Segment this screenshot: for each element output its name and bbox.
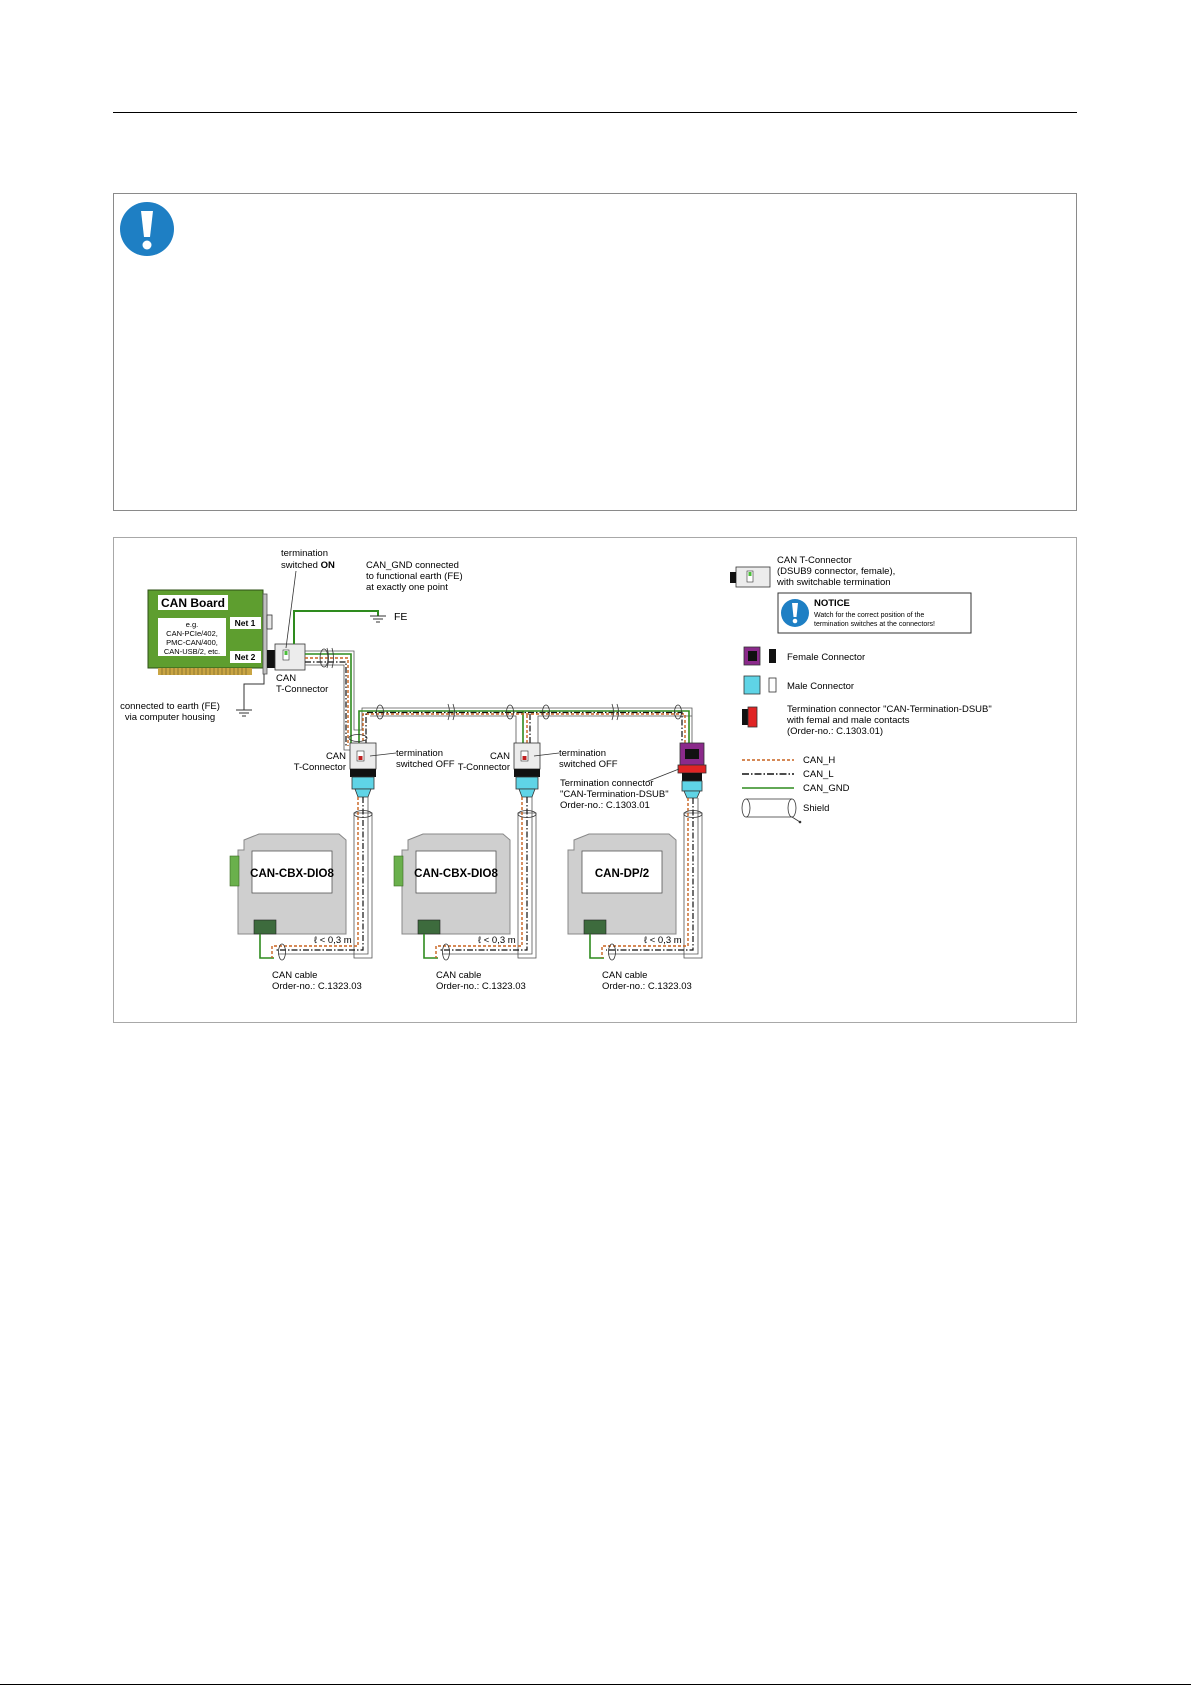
notice-text: Watch for the correct position of the <box>814 612 924 619</box>
term-off-label: switched OFF <box>559 759 618 770</box>
module-name: CAN-CBX-DIO8 <box>250 868 334 880</box>
drop-cable <box>435 797 537 961</box>
cable-order: Order-no.: C.1323.03 <box>272 981 362 992</box>
board-note-line: CAN-USB/2, etc. <box>164 647 220 656</box>
cable-length: ℓ < 0,3 m <box>314 935 352 946</box>
t-connector-label: T-Connector <box>276 684 328 695</box>
can-gnd-note: CAN_GND connected <box>366 560 459 571</box>
cable-length: ℓ < 0,3 m <box>478 935 516 946</box>
net2-label: Net 2 <box>235 652 256 662</box>
can-module: CAN-CBX-DIO8 <box>393 833 511 959</box>
net1-label: Net 1 <box>235 618 256 628</box>
header-rule <box>113 112 1077 113</box>
t-connector-label: T-Connector <box>294 762 346 773</box>
board-note-line: e.g. <box>186 620 199 629</box>
t-connector-label: CAN <box>490 751 510 762</box>
wiring-diagram: CAN Board e.g. CAN-PCIe/402, PMC-CAN/400… <box>113 537 1077 1023</box>
can-module: CAN-DP/2 <box>567 833 677 959</box>
termination-connector <box>677 742 707 799</box>
board-note-line: PMC-CAN/400, <box>166 638 218 647</box>
exclamation-circle-icon <box>781 599 809 627</box>
module-name: CAN-CBX-DIO8 <box>414 868 498 880</box>
cable-length: ℓ < 0,3 m <box>644 935 682 946</box>
earth-note: connected to earth (FE) <box>120 701 220 712</box>
termination-note: Termination connector <box>560 778 653 789</box>
earth-note: via computer housing <box>125 712 215 723</box>
legend-t-connector: with switchable termination <box>776 577 891 588</box>
cable-label: CAN cable <box>272 970 317 981</box>
legend-t-connector: (DSUB9 connector, female), <box>777 566 895 577</box>
exclamation-circle-icon <box>120 202 174 256</box>
board-title: CAN Board <box>161 596 225 610</box>
notice-text: termination switches at the connectors! <box>814 621 935 628</box>
t-connector-label: T-Connector <box>458 762 510 773</box>
legend-female: Female Connector <box>787 652 865 663</box>
can-bus-cable <box>305 647 693 751</box>
term-on-line2: switched ON <box>281 560 335 571</box>
can-gnd-note: at exactly one point <box>366 582 448 593</box>
legend-male: Male Connector <box>787 681 854 692</box>
term-on-line1: termination <box>281 548 328 559</box>
legend-shield: Shield <box>803 803 829 814</box>
t-connector-off <box>513 742 541 798</box>
legend-termination: Termination connector "CAN-Termination-D… <box>787 704 992 715</box>
legend-can-gnd: CAN_GND <box>803 783 850 794</box>
drop-cable <box>601 798 703 961</box>
legend-termination: (Order-no.: C.1303.01) <box>787 726 883 737</box>
t-connector-off <box>349 742 377 798</box>
can-module: CAN-CBX-DIO8 <box>229 833 347 959</box>
fe-label: FE <box>394 611 407 623</box>
legend-t-connector: CAN T-Connector <box>777 555 852 566</box>
board-note-line: CAN-PCIe/402, <box>166 629 218 638</box>
notice-title: NOTICE <box>814 598 850 609</box>
termination-note: Order-no.: C.1303.01 <box>560 800 650 811</box>
term-off-label: termination <box>559 748 606 759</box>
cable-order: Order-no.: C.1323.03 <box>436 981 526 992</box>
drop-cable <box>271 797 373 961</box>
ground-symbol <box>236 674 265 717</box>
legend-termination: with femal and male contacts <box>786 715 910 726</box>
module-name: CAN-DP/2 <box>595 868 649 880</box>
notice-box <box>113 193 1077 511</box>
cable-label: CAN cable <box>436 970 481 981</box>
cable-label: CAN cable <box>602 970 647 981</box>
can-board: CAN Board e.g. CAN-PCIe/402, PMC-CAN/400… <box>147 589 273 675</box>
legend: CAN T-Connector (DSUB9 connector, female… <box>730 555 992 824</box>
t-connector-on <box>267 643 306 671</box>
t-connector-label: CAN <box>326 751 346 762</box>
termination-note: "CAN-Termination-DSUB" <box>560 789 669 800</box>
t-connector-label: CAN <box>276 673 296 684</box>
term-off-label: termination <box>396 748 443 759</box>
can-gnd-note: to functional earth (FE) <box>366 571 463 582</box>
cable-order: Order-no.: C.1323.03 <box>602 981 692 992</box>
term-off-label: switched OFF <box>396 759 455 770</box>
legend-can-l: CAN_L <box>803 769 834 780</box>
legend-can-h: CAN_H <box>803 755 835 766</box>
